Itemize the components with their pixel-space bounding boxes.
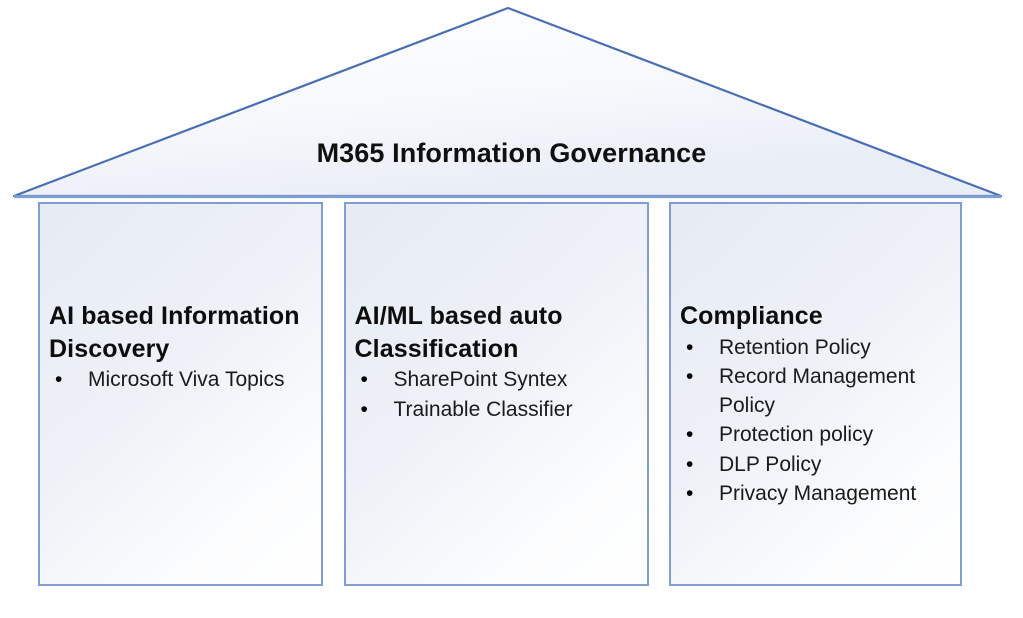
- pillar-heading: AI based Information Discovery: [49, 302, 300, 363]
- pillar-ai-based-information-discovery[interactable]: AI based Information Discovery • Microso…: [38, 202, 323, 586]
- list-item-label: Privacy Management: [719, 482, 917, 506]
- list-item: • Protection policy: [680, 421, 954, 450]
- pillar-heading: Compliance: [680, 302, 823, 330]
- pillar-heading: AI/ML based auto Classification: [354, 302, 563, 363]
- list-item-label: Protection policy: [719, 423, 874, 447]
- pillar-row: AI based Information Discovery • Microso…: [38, 202, 962, 586]
- list-item: • Record Management Policy: [680, 363, 954, 420]
- roof-shape: M365 Information Governance: [0, 0, 1023, 205]
- list-item-label: Retention Policy: [719, 335, 871, 359]
- pillar-content: AI/ML based auto Classification • ShareP…: [355, 300, 641, 425]
- pillar-content: Compliance • Retention Policy • Record M…: [680, 300, 954, 510]
- list-item: • DLP Policy: [680, 451, 954, 480]
- pillar-bullet-list: • Retention Policy • Record Management P…: [680, 334, 954, 509]
- roof-triangle-svg: [12, 6, 1003, 199]
- bullet-dot-icon: •: [360, 397, 368, 421]
- bullet-dot-icon: •: [686, 452, 694, 476]
- list-item-label: DLP Policy: [719, 452, 822, 476]
- list-item-label: Record Management Policy: [719, 365, 916, 417]
- list-item: • SharePoint Syntex: [355, 366, 641, 395]
- list-item-label: Microsoft Viva Topics: [88, 368, 285, 391]
- pillar-content: AI based Information Discovery • Microso…: [49, 300, 315, 396]
- list-item-label: Trainable Classifier: [393, 397, 573, 421]
- pillar-compliance[interactable]: Compliance • Retention Policy • Record M…: [669, 202, 962, 586]
- bullet-dot-icon: •: [686, 423, 694, 447]
- pillar-bullet-list: • Microsoft Viva Topics: [49, 366, 315, 395]
- list-item: • Trainable Classifier: [355, 396, 641, 425]
- list-item: • Privacy Management: [680, 480, 954, 509]
- roof-title: M365 Information Governance: [316, 138, 707, 168]
- list-item-label: SharePoint Syntex: [393, 368, 568, 391]
- roof-polygon: [12, 6, 1003, 198]
- bullet-dot-icon: •: [55, 368, 63, 391]
- list-item: • Microsoft Viva Topics: [49, 366, 315, 395]
- pillar-bullet-list: • SharePoint Syntex • Trainable Classifi…: [355, 366, 641, 424]
- bullet-dot-icon: •: [360, 368, 368, 391]
- bullet-dot-icon: •: [686, 335, 694, 359]
- list-item: • Retention Policy: [680, 334, 954, 363]
- bullet-dot-icon: •: [686, 482, 694, 506]
- pillar-ai-ml-based-auto-classification[interactable]: AI/ML based auto Classification • ShareP…: [343, 202, 649, 586]
- bullet-dot-icon: •: [686, 365, 694, 389]
